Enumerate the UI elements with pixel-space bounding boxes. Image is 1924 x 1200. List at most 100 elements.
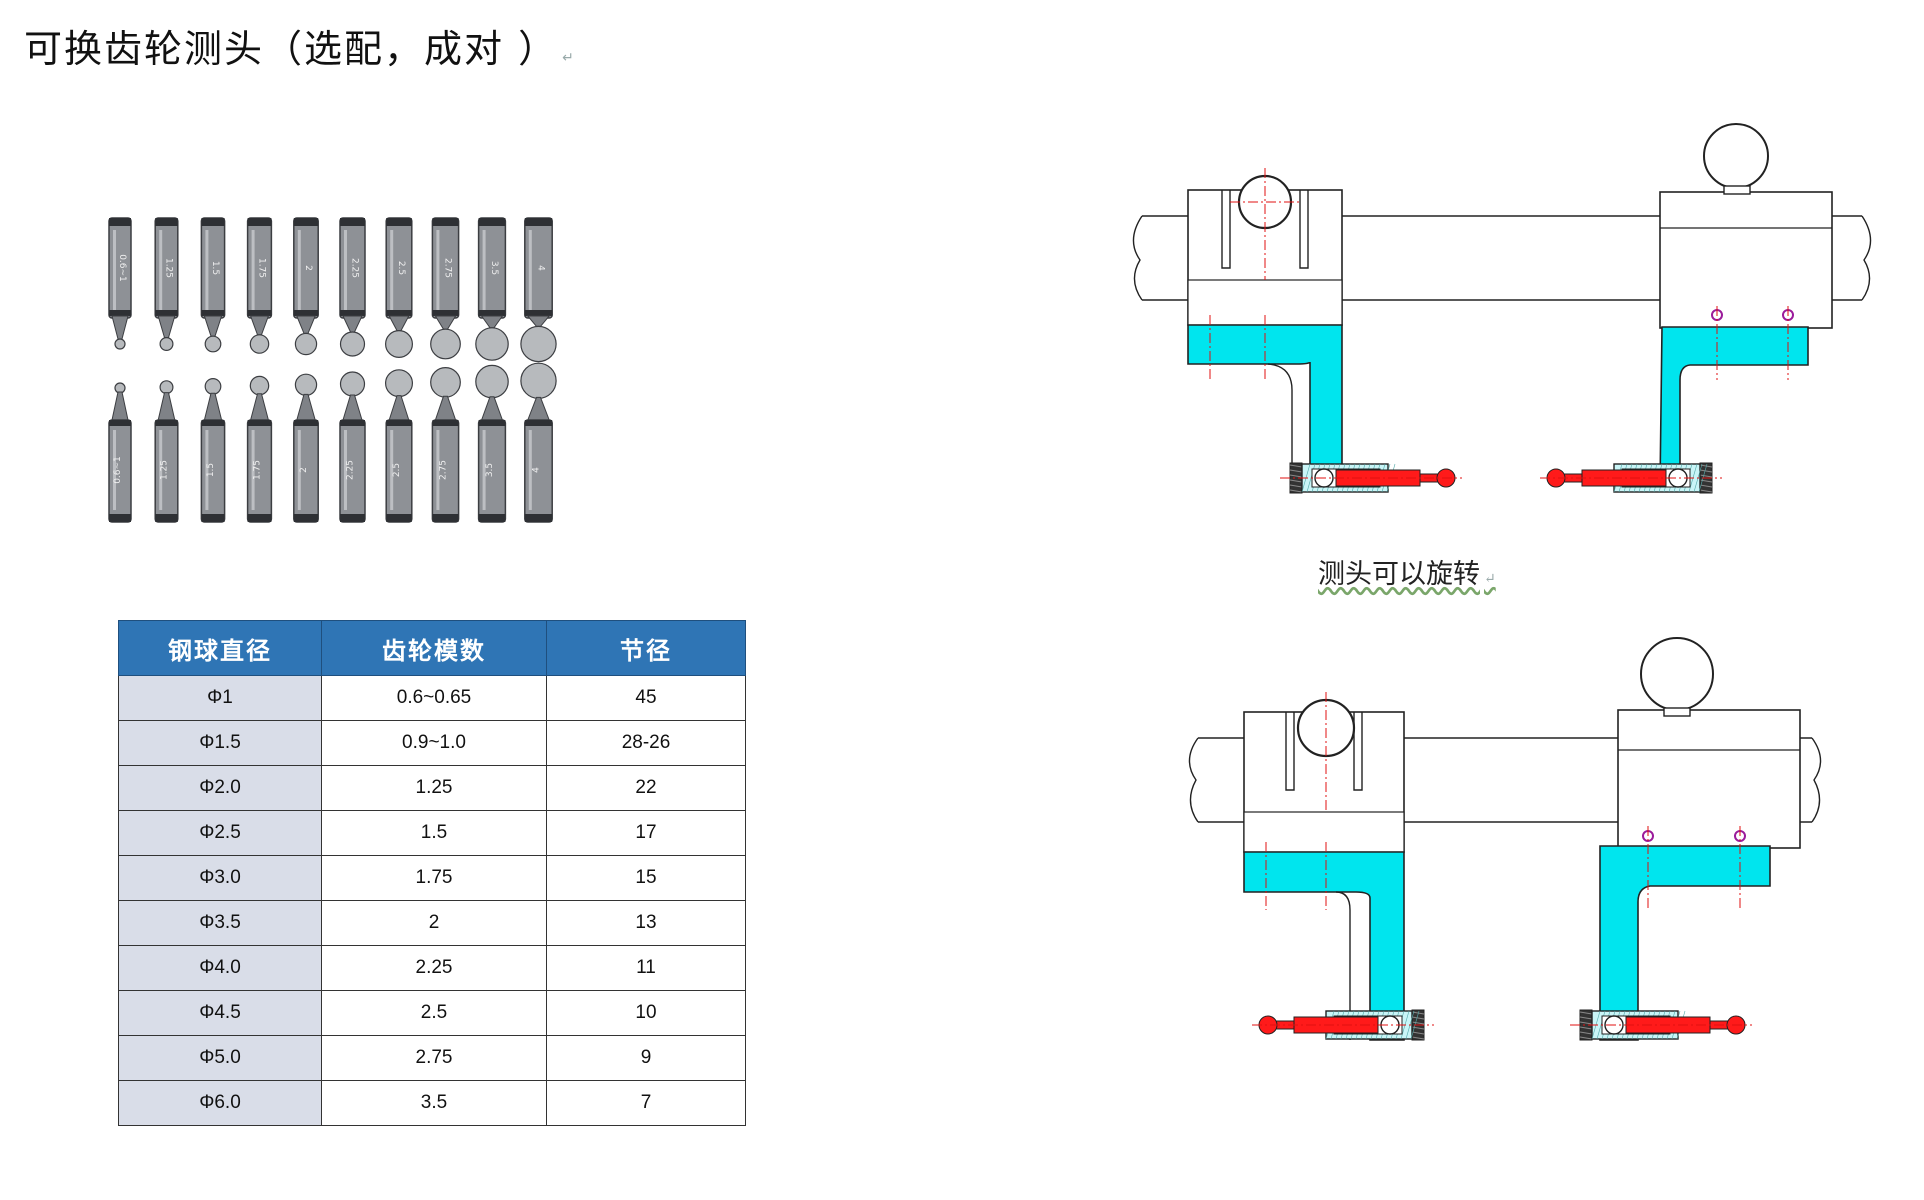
probe-bottom: 2 [293, 373, 319, 523]
probe-top: 0.6~1 [108, 217, 132, 350]
gear-module-cell: 1.25 [321, 765, 547, 811]
gear-module-cell: 2.75 [321, 1035, 547, 1081]
probe-bottom: 1.25 [154, 380, 179, 523]
drawing-caption: 测头可以旋转↵ [1318, 559, 1496, 590]
probe-bottom: 3.5 [475, 364, 509, 523]
probe-label: 2.25 [346, 460, 356, 480]
pitch-diameter-cell: 28-26 [546, 720, 746, 766]
probe-label: 0.6~1 [113, 456, 123, 484]
beam-break-left [1132, 215, 1143, 301]
probe-bottom: 1.5 [200, 377, 226, 523]
probe-top: 3.5 [475, 217, 509, 361]
paragraph-mark: ↵ [562, 50, 576, 66]
pitch-diameter-cell: 15 [546, 855, 746, 901]
probe-bottom: 4 [520, 362, 557, 523]
gear-module-cell: 2.5 [321, 990, 547, 1036]
header-pitch-diameter: 节径 [546, 620, 746, 676]
header-gear-module: 齿轮模数 [321, 620, 547, 676]
ball-diameter-cell: Φ2.5 [118, 810, 322, 856]
probe-label: 2.75 [439, 460, 449, 480]
probe-top: 1.75 [246, 217, 273, 354]
probe-bottom: 2.75 [430, 366, 461, 523]
gear-module-cell: 2.25 [321, 945, 547, 991]
probes-photo: 0.6~1 0.6~1 1.25 1.25 1.5 1.5 1.75 1.75 2 2 2.25 2.… [96, 198, 606, 538]
clamp-slot [1285, 712, 1363, 791]
gear-module-cell: 0.6~0.65 [321, 675, 547, 721]
probe-bottom: 2.5 [385, 369, 414, 523]
ball-diameter-cell: Φ1.5 [118, 720, 322, 766]
probe-label: 0.6~1 [117, 254, 127, 282]
gear-module-cell: 2 [321, 900, 547, 946]
gear-module-cell: 0.9~1.0 [321, 720, 547, 766]
probe-label: 2.25 [350, 258, 360, 278]
ball-diameter-cell: Φ4.0 [118, 945, 322, 991]
probe-label: 1.25 [160, 460, 170, 480]
probe-top: 2.5 [385, 217, 414, 359]
ball-diameter-cell: Φ5.0 [118, 1035, 322, 1081]
ball-diameter-cell: Φ1 [118, 675, 322, 721]
probe-label: 1.75 [257, 258, 267, 278]
probe-top: 1.5 [200, 217, 226, 353]
probe-top: 1.25 [154, 217, 179, 352]
ball-diameter-cell: Φ3.0 [118, 855, 322, 901]
probe-assembly [1280, 462, 1462, 494]
probe-label: 2 [303, 265, 313, 271]
table-header-row: 钢球直径 齿轮模数 节径 [118, 620, 746, 676]
left-arm [1187, 324, 1343, 483]
probe-top: 2 [293, 217, 319, 356]
gear-module-cell: 1.5 [321, 810, 547, 856]
probe-bottom: 2.25 [339, 371, 366, 523]
page-title: 可换齿轮测头（选配，成对 ）↵ [24, 27, 576, 71]
probe-label: 1.75 [253, 460, 263, 480]
beam-break-right [1811, 737, 1822, 823]
probe-label: 4 [532, 467, 542, 473]
right-carriage [1617, 709, 1801, 849]
probe-label: 1.25 [164, 258, 174, 278]
ball-diameter-cell: Φ6.0 [118, 1080, 322, 1126]
probe-assembly [1570, 1009, 1752, 1041]
probe-label: 2.5 [396, 261, 406, 275]
clamp-screw [1237, 174, 1293, 230]
pitch-diameter-cell: 7 [546, 1080, 746, 1126]
ball-diameter-cell: Φ4.5 [118, 990, 322, 1036]
pitch-diameter-cell: 9 [546, 1035, 746, 1081]
probe-top: 2.25 [339, 217, 366, 357]
probe-label: 2.75 [443, 258, 453, 278]
probe-label: 1.5 [210, 261, 220, 275]
probe-assembly [1252, 1009, 1434, 1041]
probe-bottom: 0.6~1 [108, 382, 132, 523]
clamp-slot [1221, 190, 1309, 269]
ball-diameter-cell: Φ2.0 [118, 765, 322, 811]
header-ball-diameter: 钢球直径 [118, 620, 322, 676]
ball-diameter-cell: Φ3.5 [118, 900, 322, 946]
probe-label: 3.5 [489, 261, 499, 275]
beam-break-left [1188, 737, 1199, 823]
probe-bottom: 1.75 [246, 375, 273, 523]
gauge-drawing-bottom [1188, 637, 1822, 1041]
probe-label: 2 [299, 467, 309, 473]
probe-top: 2.75 [430, 217, 461, 360]
pitch-diameter-cell: 22 [546, 765, 746, 811]
gear-module-cell: 3.5 [321, 1080, 547, 1126]
gauge-drawing-top [1132, 123, 1872, 494]
probe-label: 1.5 [206, 463, 216, 477]
beam-break-right [1861, 215, 1872, 301]
pitch-diameter-cell: 13 [546, 900, 746, 946]
pitch-diameter-cell: 11 [546, 945, 746, 991]
probe-label: 2.5 [392, 463, 402, 477]
probe-top: 4 [520, 217, 557, 363]
dial-knob [1703, 123, 1769, 189]
probe-label: 4 [536, 265, 546, 271]
pitch-diameter-cell: 17 [546, 810, 746, 856]
gear-module-cell: 1.75 [321, 855, 547, 901]
